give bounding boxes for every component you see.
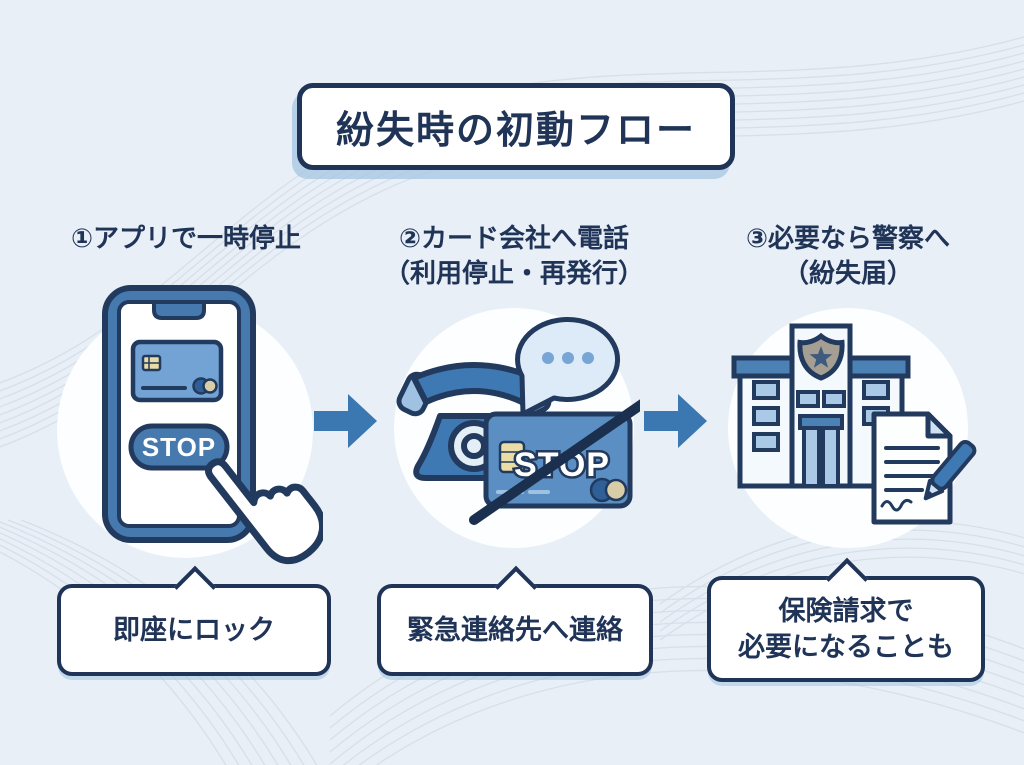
step-2-heading-line1: ②カード会社へ電話 [398,223,629,253]
signature-squiggle [880,498,913,512]
step-3-callout-text-line1: 保険請求で [778,596,914,626]
step-2-callout: 緊急連絡先へ連絡 [377,565,653,676]
pen-icon [923,439,977,501]
step-3-callout: 保険請求で 必要になることも [707,557,985,682]
step-3-heading-line2: （紛失届） [782,258,913,288]
arrow-right-icon [644,394,707,448]
step-1-heading: ①アプリで一時停止 [21,221,351,256]
step-3-heading: ③必要なら警察へ （紛失届） [683,221,1013,291]
credit-card-icon [130,339,224,403]
step-3-heading-line1: ③必要なら警察へ [745,223,950,253]
phone-notch [152,300,206,320]
step-2-heading: ②カード会社へ電話 （利用停止・再発行） [349,221,679,291]
stop-button: STOP [128,423,230,471]
police-report-illustration [731,323,977,525]
speech-bubble-icon [515,316,621,417]
smartphone-stop-illustration: STOP [102,285,323,565]
phone-handset [411,362,537,405]
pointing-hand-icon [204,458,323,565]
step-1-callout-text: 即座にロック [113,615,275,645]
blocked-card-icon: STOP [469,399,640,525]
badge-star [809,346,833,368]
step-1-callout: 即座にロック [57,565,331,676]
page-title: 紛失時の初動フロー [335,110,696,152]
arrow-right-icon [314,394,377,448]
station-door [802,426,821,488]
slash-line [469,399,640,525]
step-3-callout-text-line2: 必要になることも [738,632,954,662]
stop-button-label: STOP [142,432,216,462]
page-fold [925,411,953,439]
step-1-heading-line1: ①アプリで一時停止 [70,223,301,253]
station-door [821,426,840,488]
telephone-card-illustration: STOP [396,316,640,525]
step-2-heading-line2: （利用停止・再発行） [383,258,644,288]
title-box: 紛失時の初動フロー [297,83,735,170]
step-2-callout-text: 緊急連絡先へ連絡 [407,615,623,645]
card-chip [498,440,526,474]
callout-pointer-up [494,565,538,609]
